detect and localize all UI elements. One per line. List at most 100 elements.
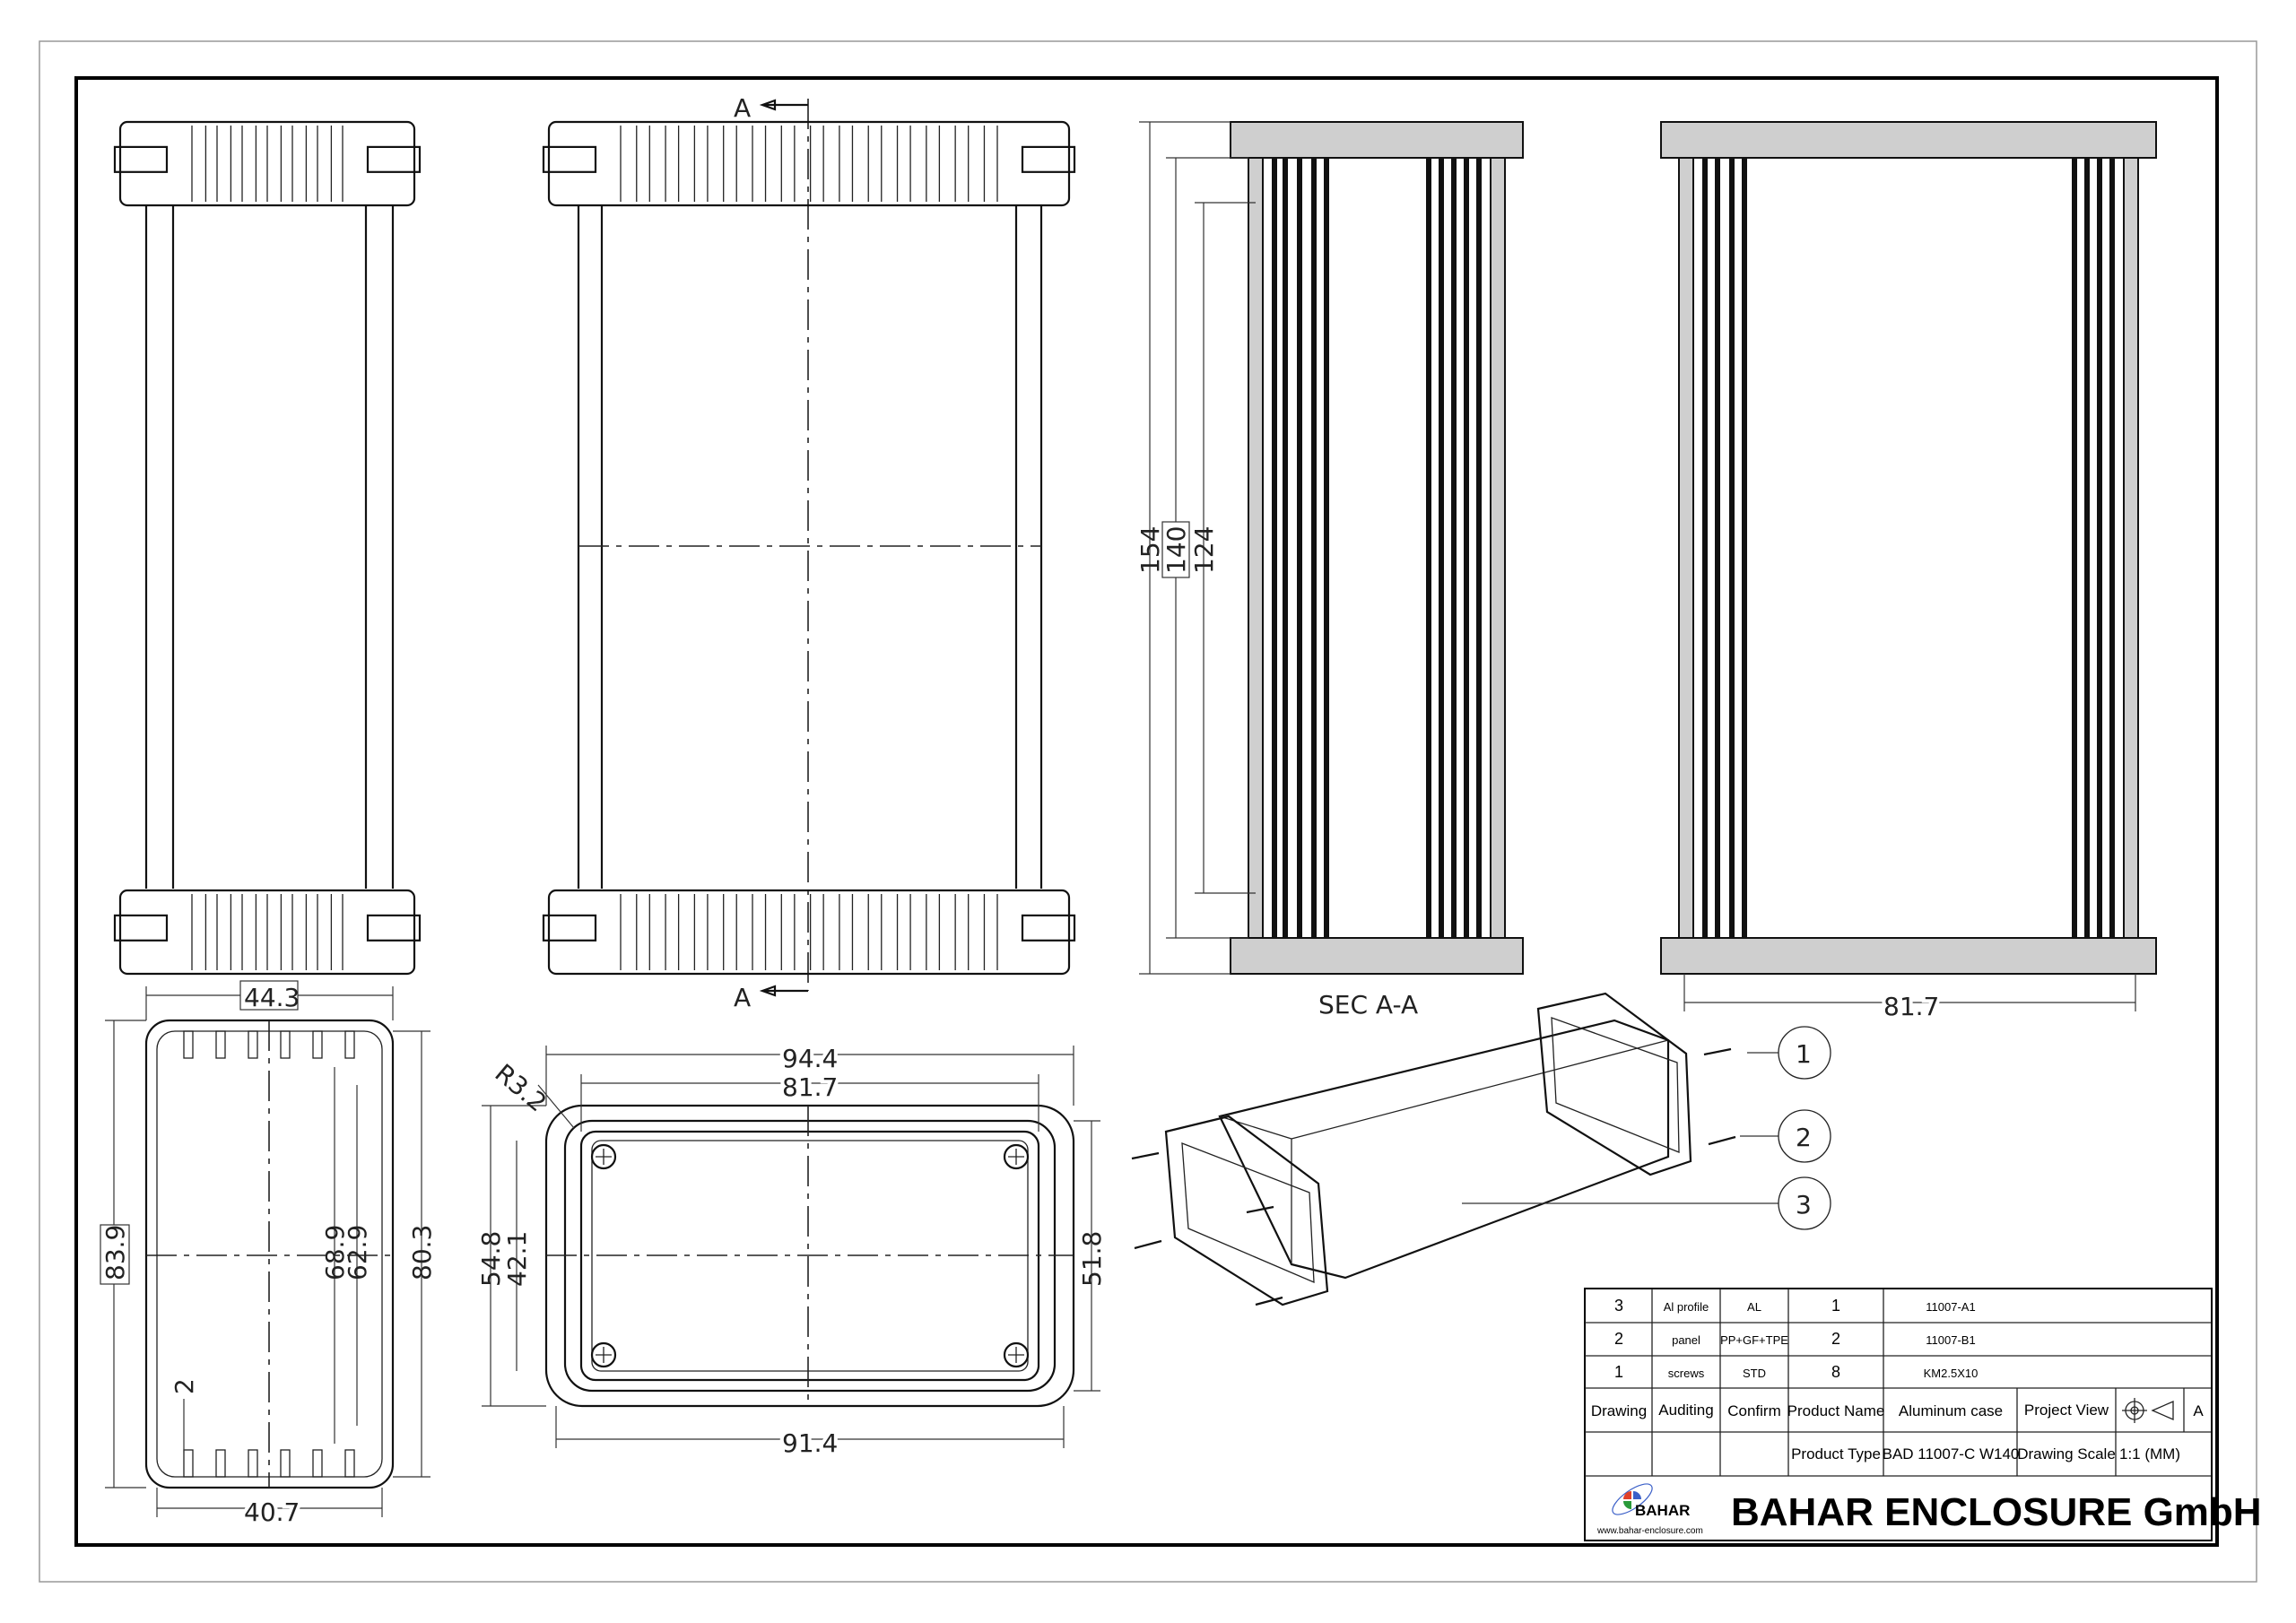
website: www.bahar-enclosure.com <box>1596 1526 1703 1536</box>
cap-tab <box>1021 145 1076 173</box>
internal-rib <box>1451 158 1457 938</box>
drawing-label: Drawing <box>1591 1402 1647 1419</box>
bom-qty: 2 <box>1831 1330 1840 1348</box>
balloon-3: 3 <box>1778 1176 1831 1230</box>
screw-icon <box>590 1341 617 1368</box>
section-view: SEC A-A 154 140 124 <box>1135 121 1524 1020</box>
svg-text:1: 1 <box>1796 1039 1812 1069</box>
internal-rib <box>1729 158 1735 938</box>
section-marker-top: A <box>734 93 751 123</box>
bom-material: PP+GF+TPE <box>1720 1333 1788 1347</box>
svg-text:140: 140 <box>1161 526 1191 574</box>
svg-text:80.3: 80.3 <box>407 1225 437 1280</box>
internal-rib <box>2109 158 2115 938</box>
project-view-label: Project View <box>2024 1402 2109 1419</box>
profile-end-view: 44.3 40.7 83.9 80.3 68.9 62.9 2 <box>100 980 437 1531</box>
profile-slot <box>215 1030 226 1059</box>
auditing-label: Auditing <box>1658 1402 1713 1419</box>
top-cap-side <box>113 120 422 207</box>
internal-rib <box>2084 158 2090 938</box>
internal-rib <box>1702 158 1708 938</box>
dimension-40-7: 40.7 <box>156 1488 383 1531</box>
outer-frame <box>39 40 2257 1583</box>
internal-rib <box>1324 158 1329 938</box>
internal-rib <box>1476 158 1482 938</box>
profile-slot <box>280 1449 291 1478</box>
section-label: SEC A-A <box>1318 990 1418 1020</box>
dimension-83-9: 83.9 <box>100 1020 146 1488</box>
svg-text:54.8: 54.8 <box>476 1231 506 1287</box>
bom-qty: 1 <box>1831 1297 1840 1315</box>
screw-icon <box>590 1143 617 1170</box>
dimension-44-3: 44.3 <box>145 980 394 1020</box>
profile-slot <box>344 1449 355 1478</box>
svg-text:124: 124 <box>1189 526 1219 574</box>
top-view: A A <box>577 93 1043 1012</box>
svg-text:51.8: 51.8 <box>1077 1231 1107 1287</box>
dimension-2: 2 <box>170 1378 199 1453</box>
internal-rib <box>1272 158 1277 938</box>
svg-text:2: 2 <box>1796 1123 1812 1152</box>
cap-outline <box>547 889 1071 976</box>
internal-rib <box>2072 158 2077 938</box>
svg-text:68.9: 68.9 <box>320 1225 350 1280</box>
dimension-154: 154 <box>1135 121 1231 975</box>
profile-slot <box>215 1449 226 1478</box>
dimension-81-7-rear: 81.7 <box>1683 974 2136 1025</box>
profile-slot <box>280 1030 291 1059</box>
internal-rib <box>1283 158 1288 938</box>
dimension-94-4: 94.4 <box>545 1040 1074 1106</box>
cap-outline <box>118 889 416 976</box>
profile-slot <box>248 1449 258 1478</box>
bom-name: panel <box>1672 1333 1700 1347</box>
bom-item: 3 <box>1614 1297 1623 1315</box>
svg-text:42.1: 42.1 <box>502 1231 532 1287</box>
profile-slot <box>248 1030 258 1059</box>
profile-slot <box>344 1030 355 1059</box>
svg-text:94.4: 94.4 <box>782 1044 838 1073</box>
profile-slot <box>312 1449 323 1478</box>
cap-tab <box>1021 914 1076 942</box>
product-name: Aluminum case <box>1899 1402 2003 1419</box>
dimension-140: 140 <box>1161 157 1248 939</box>
internal-rib <box>1464 158 1469 938</box>
bom-qty: 8 <box>1831 1363 1840 1381</box>
rear-view: 81.7 <box>1660 121 2157 1025</box>
product-type-label: Product Type <box>1791 1445 1881 1462</box>
dimension-54-8: 54.8 <box>476 1105 546 1407</box>
internal-rib <box>1297 158 1302 938</box>
dimension-42-1: 42.1 <box>502 1141 532 1371</box>
dimension-62-9: 62.9 <box>343 1085 372 1426</box>
company-name: BAHAR ENCLOSURE GmbH <box>1731 1490 2262 1534</box>
internal-rib <box>1439 158 1444 938</box>
dimension-68-9: 68.9 <box>320 1067 350 1444</box>
profile-slot <box>312 1030 323 1059</box>
confirm-label: Confirm <box>1727 1402 1781 1419</box>
dimension-80-3: 80.3 <box>393 1030 437 1478</box>
drawing-border <box>74 76 2219 1547</box>
cap-tab <box>366 914 422 942</box>
svg-text:R3.2: R3.2 <box>490 1058 552 1117</box>
dimension-124: 124 <box>1189 202 1256 894</box>
internal-rib <box>1426 158 1431 938</box>
cap-outline <box>547 120 1071 207</box>
svg-text:40.7: 40.7 <box>244 1497 300 1527</box>
bom-code: 11007-A1 <box>1926 1300 1975 1314</box>
bahar-logo: BAHAR <box>1612 1483 1690 1519</box>
product-type: BAD 11007-C W140 <box>1883 1445 2020 1462</box>
internal-rib <box>1311 158 1317 938</box>
svg-text:BAHAR: BAHAR <box>1635 1502 1690 1519</box>
bom-name: Al profile <box>1664 1300 1709 1314</box>
profile-slot <box>183 1030 194 1059</box>
bottom-cap-side <box>113 889 422 976</box>
dimension-51-8: 51.8 <box>1074 1120 1107 1392</box>
product-name-label: Product Name <box>1787 1402 1885 1419</box>
section-marker-bottom: A <box>734 983 751 1012</box>
dimension-91-4: 91.4 <box>555 1406 1065 1462</box>
svg-text:83.9: 83.9 <box>100 1225 130 1280</box>
profile-slot <box>183 1449 194 1478</box>
cap-tab <box>542 145 597 173</box>
svg-text:81.7: 81.7 <box>782 1072 838 1102</box>
cap-tab <box>113 145 169 173</box>
